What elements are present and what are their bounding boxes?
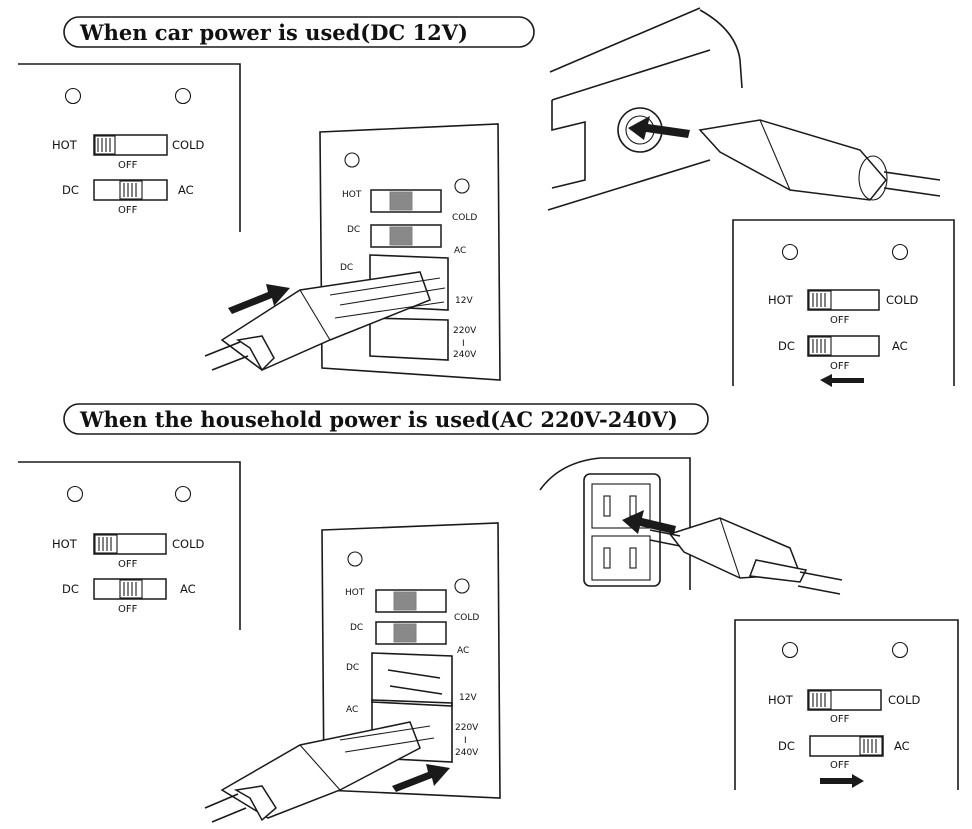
car-power-title: When car power is used(DC 12V) xyxy=(63,16,535,48)
arrow-icon xyxy=(820,774,864,788)
svg-text:COLD: COLD xyxy=(172,537,204,551)
svg-text:DC: DC xyxy=(62,183,79,197)
svg-text:HOT: HOT xyxy=(52,138,78,152)
svg-text:COLD: COLD xyxy=(886,293,918,307)
arrow-icon xyxy=(392,764,450,792)
svg-text:DC: DC xyxy=(350,623,363,633)
svg-text:220V: 220V xyxy=(455,723,479,733)
temp-switch-knob xyxy=(94,135,116,155)
svg-text:DC: DC xyxy=(778,739,795,753)
arrow-icon xyxy=(228,284,290,314)
svg-text:DC: DC xyxy=(347,225,360,235)
svg-text:DC: DC xyxy=(62,582,79,596)
svg-text:HOT: HOT xyxy=(345,588,365,598)
svg-text:OFF: OFF xyxy=(830,760,850,771)
car-lighter-socket-icon xyxy=(547,7,743,211)
svg-text:HOT: HOT xyxy=(768,293,794,307)
power-switch-knob xyxy=(119,180,143,200)
wall-plug-icon xyxy=(649,517,843,595)
svg-text:DC: DC xyxy=(340,263,353,273)
control-panel-car-after: HOT COLD OFF DC AC OFF xyxy=(732,219,955,387)
svg-text:DC: DC xyxy=(778,339,795,353)
control-panel-household-after: HOT COLD OFF DC AC OFF xyxy=(734,619,959,790)
control-panel-household-before: HOT COLD OFF DC AC OFF xyxy=(18,461,241,630)
svg-text:12V: 12V xyxy=(459,693,477,703)
svg-text:240V: 240V xyxy=(453,350,477,360)
svg-text:When car power is used(DC 12V): When car power is used(DC 12V) xyxy=(79,20,468,45)
svg-text:220V: 220V xyxy=(453,326,477,336)
svg-text:HOT: HOT xyxy=(342,190,362,200)
household-power-title: When the household power is used(AC 220V… xyxy=(63,403,709,435)
arrow-icon xyxy=(628,116,690,140)
svg-text:I: I xyxy=(464,736,467,746)
svg-text:OFF: OFF xyxy=(118,559,138,570)
svg-text:AC: AC xyxy=(178,183,194,197)
svg-text:HOT: HOT xyxy=(52,537,78,551)
arrow-icon xyxy=(820,374,864,387)
svg-text:AC: AC xyxy=(457,646,469,656)
device-panel-ac-socket: HOT COLD DC AC DC 12V AC 220V I 240V xyxy=(321,522,501,799)
svg-text:AC: AC xyxy=(894,739,910,753)
arrow-icon xyxy=(622,510,676,534)
svg-text:240V: 240V xyxy=(455,748,479,758)
svg-text:AC: AC xyxy=(180,582,196,596)
device-panel-dc-socket: HOT COLD DC AC DC 12V 220V I 240V xyxy=(319,123,501,381)
svg-text:OFF: OFF xyxy=(118,160,138,171)
svg-text:COLD: COLD xyxy=(452,213,477,223)
lighter-plug-icon xyxy=(698,119,941,201)
svg-text:OFF: OFF xyxy=(118,205,138,216)
svg-text:COLD: COLD xyxy=(454,613,479,623)
svg-text:COLD: COLD xyxy=(172,138,204,152)
svg-text:I: I xyxy=(462,339,465,349)
svg-text:DC: DC xyxy=(346,663,359,673)
control-panel-car-before: HOT COLD OFF DC AC OFF xyxy=(18,63,241,232)
svg-text:OFF: OFF xyxy=(118,604,138,615)
svg-text:AC: AC xyxy=(454,246,466,256)
svg-text:COLD: COLD xyxy=(888,693,920,707)
svg-text:HOT: HOT xyxy=(768,693,794,707)
ac-plug-icon xyxy=(204,721,435,823)
dc-plug-icon xyxy=(204,271,446,372)
svg-text:OFF: OFF xyxy=(830,315,850,326)
svg-text:12V: 12V xyxy=(455,296,473,306)
svg-text:OFF: OFF xyxy=(830,361,850,372)
svg-text:When the household power is us: When the household power is used(AC 220V… xyxy=(79,407,678,432)
svg-text:AC: AC xyxy=(892,339,908,353)
svg-text:AC: AC xyxy=(346,705,358,715)
svg-text:OFF: OFF xyxy=(830,714,850,725)
